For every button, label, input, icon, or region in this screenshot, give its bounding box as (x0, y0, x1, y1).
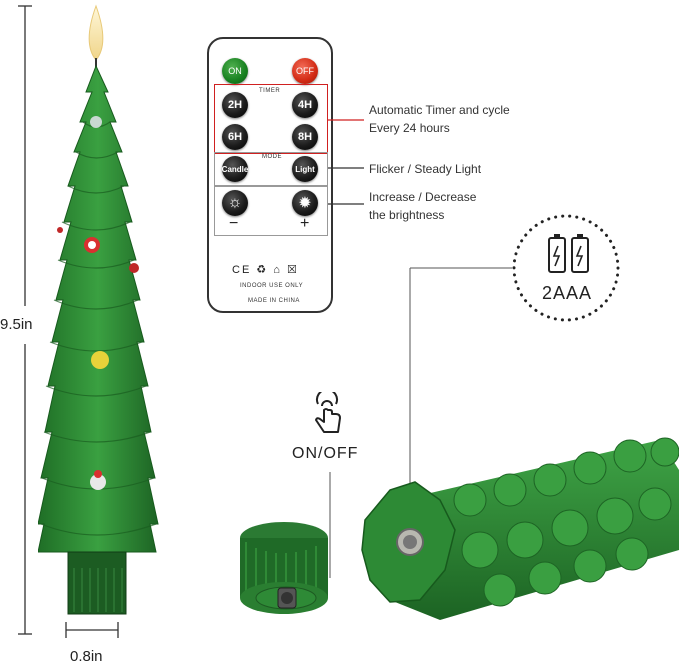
minus-sign: − (229, 215, 239, 232)
plus-sign: + (300, 215, 310, 232)
width-dimension-line (65, 622, 119, 638)
callout-lines (328, 119, 364, 205)
mode-light-button[interactable]: Light (292, 156, 318, 182)
height-dimension-line (18, 5, 32, 635)
remote-off-button[interactable]: OFF (292, 58, 318, 84)
timer-2h-button[interactable]: 2H (222, 92, 248, 118)
candle-bottom-image (361, 437, 679, 620)
brightness-callout: Increase / Decrease the brightness (369, 188, 476, 224)
timer-8h-button[interactable]: 8H (292, 124, 318, 150)
battery-leader-line (409, 267, 512, 522)
made-in-text: MADE IN CHINA (248, 298, 300, 304)
timer-label: TIMER (259, 88, 281, 94)
certification-marks: CE ♻ ⌂ ☒ (232, 264, 299, 276)
timer-callout: Automatic Timer and cycle Every 24 hours (369, 101, 510, 137)
brightness-callout-line1: Increase / Decrease (369, 190, 477, 204)
battery-label: 2AAA (542, 283, 593, 303)
brightness-increase-button[interactable]: ✹ (292, 190, 318, 216)
mode-label: MODE (262, 154, 282, 160)
timer-highlight-box (214, 84, 328, 154)
candle-base-switch-image (240, 522, 328, 614)
indoor-use-text: INDOOR USE ONLY (240, 283, 304, 289)
mode-candle-button[interactable]: Candle (222, 156, 248, 182)
height-label: 9.5in (0, 316, 33, 333)
christmas-tree-candle-image (38, 4, 159, 615)
timer-callout-line1: Automatic Timer and cycle (369, 103, 510, 117)
battery-icon (548, 234, 589, 273)
brightness-decrease-button[interactable]: ☼ (222, 190, 248, 216)
mode-callout: Flicker / Steady Light (369, 162, 482, 176)
brightness-callout-line2: the brightness (369, 208, 445, 222)
touch-hand-icon (315, 392, 341, 433)
sun-bright-icon: ✹ (298, 195, 312, 212)
switch-label: ON/OFF (292, 445, 359, 462)
timer-callout-line2: Every 24 hours (369, 121, 450, 135)
sun-dim-icon: ☼ (227, 194, 243, 211)
mode-box (214, 152, 328, 186)
brightness-box (214, 186, 328, 236)
timer-6h-button[interactable]: 6H (222, 124, 248, 150)
timer-4h-button[interactable]: 4H (292, 92, 318, 118)
width-label: 0.8in (70, 648, 103, 665)
remote-on-button[interactable]: ON (222, 58, 248, 84)
switch-leader-line (329, 472, 331, 578)
battery-dotted-circle (512, 214, 620, 322)
